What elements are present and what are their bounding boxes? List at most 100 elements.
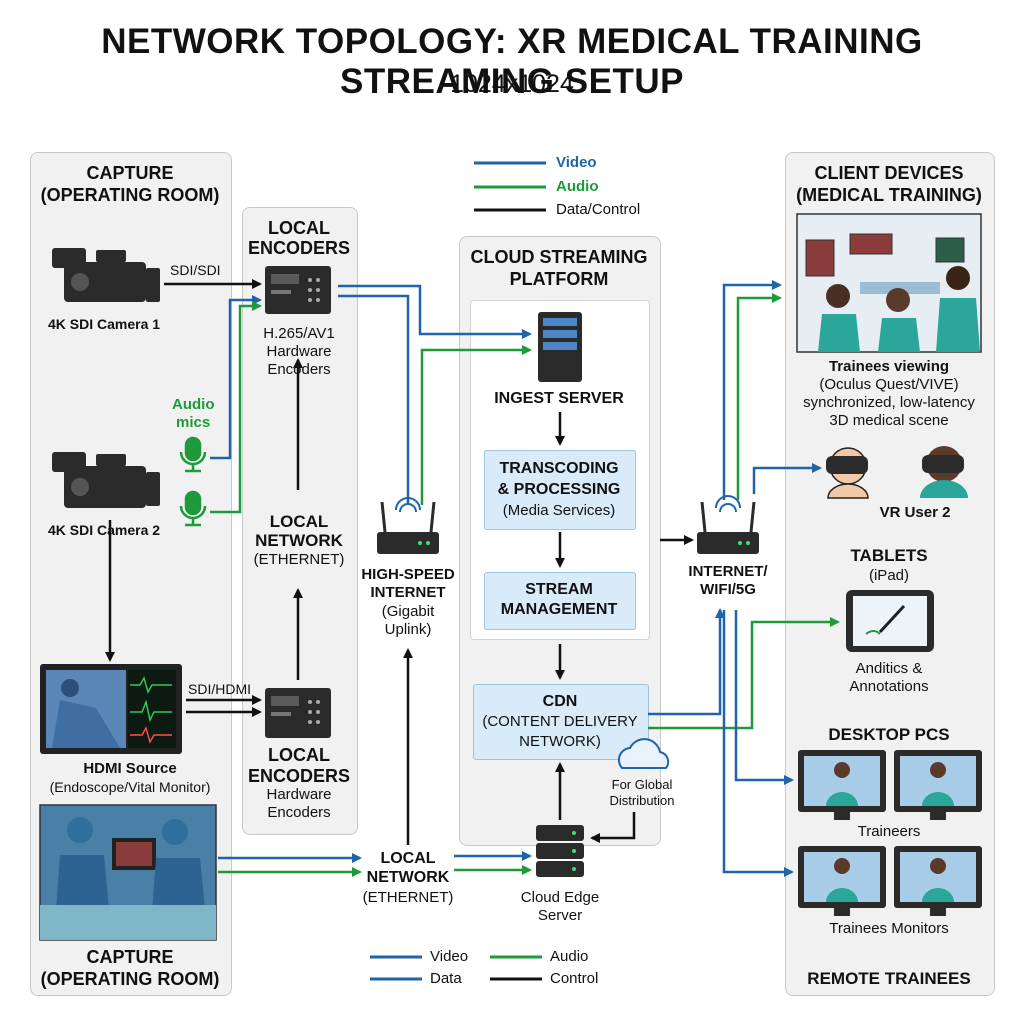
vr-user-2-icon (920, 446, 968, 498)
router-label-2: INTERNET (370, 584, 446, 601)
local-network-bottom-1: LOCAL (380, 850, 436, 867)
transcoding-label-3: (Media Services) (502, 502, 616, 519)
tablets-sub: (iPad) (868, 567, 909, 584)
legend-bottom-data: Data (430, 970, 462, 987)
legend-bottom-lines (370, 955, 542, 981)
transcoding-box (484, 450, 636, 530)
page-subtitle: 1024x1024 (450, 70, 574, 98)
capture-title-top-1: CAPTURE (86, 163, 174, 183)
local-network-mid-1: LOCAL (269, 512, 329, 531)
router-label-3: (Gigabit (381, 603, 435, 620)
vr-user-1-icon (826, 447, 869, 499)
encoder-bottom-icon (265, 688, 331, 738)
hdmi-source-sub: (Endoscope/Vital Monitor) (49, 779, 211, 795)
vr-user-label: VR User 2 (879, 504, 951, 521)
camera-1-icon (52, 248, 160, 302)
cloud-title-2: PLATFORM (509, 269, 609, 289)
remote-trainees-title: REMOTE TRAINEES (807, 969, 971, 988)
audio-mics-label-2: mics (176, 414, 211, 431)
encoders-top-desc-3: Encoders (267, 361, 331, 378)
hdmi-monitor-icon (40, 664, 182, 754)
trainees-viewing-label: Trainees viewing (828, 358, 950, 375)
local-network-bottom-2: NETWORK (366, 869, 450, 886)
cloud-edge-server-icon (536, 825, 584, 877)
legend-audio-label: Audio (556, 178, 599, 195)
capture-title-bottom-2: (OPERATING ROOM) (40, 969, 220, 989)
traineers-label: Traineers (857, 823, 921, 840)
trainees-desc-2: synchronized, low-latency (803, 394, 975, 411)
cdn-label-2: (CONTENT DELIVERY (482, 713, 638, 730)
page-title: NETWORK TOPOLOGY: XR MEDICAL TRAINING ST… (101, 22, 923, 101)
router-label-4: Uplink) (384, 621, 432, 638)
analytics-label-2: Annotations (849, 678, 929, 695)
legend-video-label: Video (556, 154, 597, 171)
encoders-top-title-2: ENCODERS (247, 238, 350, 258)
desktop-pc-3-icon (798, 846, 886, 916)
training-room-image (796, 213, 982, 353)
local-network-mid-3: (ETHERNET) (253, 551, 345, 568)
legend-bottom-control: Control (550, 970, 599, 987)
cloud-icon (617, 738, 670, 769)
legend-data-label: Data/Control (556, 201, 641, 218)
edge-server-label-2: Server (537, 907, 583, 924)
tablets-title: TABLETS (850, 546, 928, 565)
tablet-icon (846, 590, 934, 652)
ingest-server-label: INGEST SERVER (494, 390, 624, 407)
wifi-label-1: INTERNET/ (688, 563, 768, 580)
encoders-top-title-1: LOCAL (268, 218, 330, 238)
desktop-pc-1-icon (798, 750, 886, 820)
cloud-title-1: CLOUD STREAMING (470, 247, 648, 267)
camera-2-icon (52, 452, 160, 508)
clients-title-2: (MEDICAL TRAINING) (796, 185, 982, 205)
connection-lines (105, 279, 840, 877)
clients-title-1: CLIENT DEVICES (814, 163, 964, 183)
legend-bottom-audio: Audio (550, 948, 589, 965)
local-network-mid-2: NETWORK (255, 531, 343, 550)
cdn-label-1: CDN (542, 693, 578, 710)
local-network-bottom-3: (ETHERNET) (362, 889, 454, 906)
capture-title-bottom-1: CAPTURE (86, 947, 174, 967)
stream-management-label-2: MANAGEMENT (500, 601, 618, 618)
trainees-desc-3: 3D medical scene (829, 412, 949, 429)
router-icon (377, 497, 439, 554)
global-distribution-2: Distribution (609, 793, 675, 808)
wifi-router-icon (697, 495, 759, 554)
encoders-bottom-title-2: ENCODERS (247, 766, 350, 786)
mic-icon-1 (179, 436, 207, 473)
trainees-desc-1: (Oculus Quest/VIVE) (819, 376, 959, 393)
edge-server-label-1: Cloud Edge (520, 889, 600, 906)
ingest-server-icon (538, 312, 582, 382)
trainees-monitors-label: Trainees Monitors (829, 920, 949, 937)
legend-bottom-video: Video (430, 948, 469, 965)
hdmi-source-title: HDMI Source (83, 760, 177, 777)
transcoding-label-1: TRANSCODING (499, 460, 619, 477)
camera1-link-label: SDI/SDI (170, 262, 221, 278)
encoders-bottom-desc-1: Hardware (266, 786, 332, 803)
stream-management-label-1: STREAM (525, 581, 593, 598)
audio-mics-label-1: Audio (172, 396, 215, 413)
hdmi-link-label: SDI/HDMI (188, 681, 251, 697)
global-distribution-1: For Global (611, 777, 673, 792)
cdn-label-3: NETWORK) (519, 733, 601, 750)
encoders-top-desc-1: H.265/AV1 (263, 325, 335, 342)
encoders-bottom-title-1: LOCAL (268, 745, 330, 765)
operating-room-image (39, 804, 217, 941)
capture-title-top-2: (OPERATING ROOM) (40, 185, 220, 205)
desktop-pcs-title: DESKTOP PCS (828, 725, 950, 744)
camera2-label: 4K SDI Camera 2 (48, 522, 161, 538)
cdn-box (473, 684, 649, 760)
mic-icon-2 (179, 490, 207, 527)
wifi-label-2: WIFI/5G (700, 581, 756, 598)
router-label-1: HIGH-SPEED (361, 566, 455, 583)
camera1-label: 4K SDI Camera 1 (48, 316, 161, 332)
encoder-top-icon (265, 266, 331, 314)
transcoding-label-2: & PROCESSING (497, 481, 621, 498)
legend-top-lines (474, 161, 546, 212)
analytics-label-1: Anditics & (855, 660, 923, 677)
encoders-bottom-desc-2: Encoders (267, 804, 331, 821)
desktop-pc-4-icon (894, 846, 982, 916)
stream-management-box (484, 572, 636, 630)
encoders-top-desc-2: Hardware (266, 343, 332, 360)
desktop-pc-2-icon (894, 750, 982, 820)
